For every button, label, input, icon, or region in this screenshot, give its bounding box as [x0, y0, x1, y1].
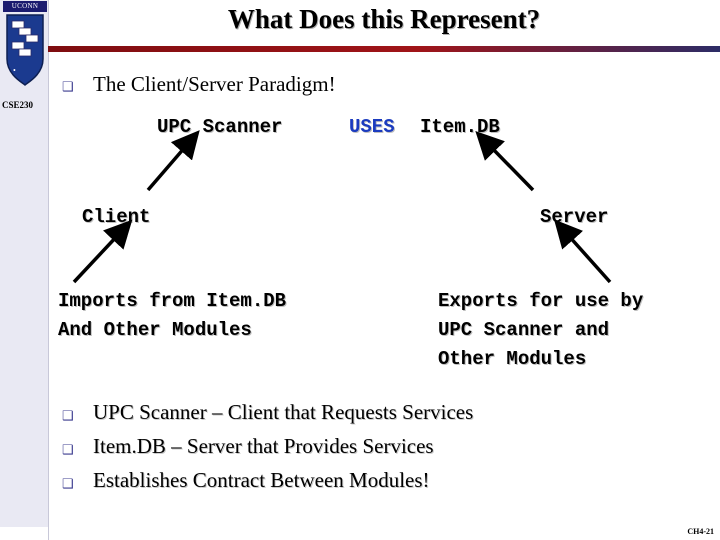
diagram-note-server-line1: Exports for use by [438, 290, 644, 312]
arrow-client-to-upc-scanner [146, 130, 200, 192]
arrow-client-note-to-client [72, 219, 133, 284]
diagram-label-upc-scanner: UPC Scanner [157, 116, 283, 138]
bullet-marker-icon: ❑ [62, 79, 74, 94]
bullet-marker-icon: ❑ [62, 408, 74, 423]
arrow-server-note-to-server [554, 219, 612, 284]
uconn-logo-label: UCONN [3, 1, 47, 12]
diagram-note-client-line1: Imports from Item.DB [58, 290, 287, 312]
diagram-note-server-line2: UPC Scanner and [438, 319, 610, 341]
main-bullet-text: The Client/Server Paradigm! [93, 72, 336, 96]
sub-bullet-text-1: UPC Scanner – Client that Requests Servi… [93, 400, 474, 424]
page-title: What Does this Represent? [227, 4, 541, 34]
diagram-label-item-db: Item.DB [420, 116, 500, 138]
sub-bullet-text-2: Item.DB – Server that Provides Services [93, 434, 434, 458]
uconn-logo: UCONN • [2, 0, 48, 96]
uconn-shield-icon: • [6, 14, 44, 87]
bullet-marker-icon: ❑ [62, 476, 74, 491]
svg-text:•: • [13, 66, 16, 75]
diagram-note-client-line2: And Other Modules [58, 319, 252, 341]
arrow-server-to-item-db [475, 130, 535, 192]
left-sidebar-band-end [0, 527, 48, 540]
bullet-marker-icon: ❑ [62, 442, 74, 457]
diagram-label-uses: USES [349, 116, 395, 138]
title-divider [48, 46, 720, 52]
course-code: CSE230 [2, 100, 34, 110]
sub-bullet-text-3: Establishes Contract Between Modules! [93, 468, 430, 492]
diagram-label-server: Server [540, 206, 609, 228]
left-sidebar-band [0, 0, 49, 540]
diagram-note-server-line3: Other Modules [438, 348, 587, 370]
diagram-label-client: Client [82, 206, 151, 228]
footer-slide-code: CH4-21 [687, 527, 714, 536]
